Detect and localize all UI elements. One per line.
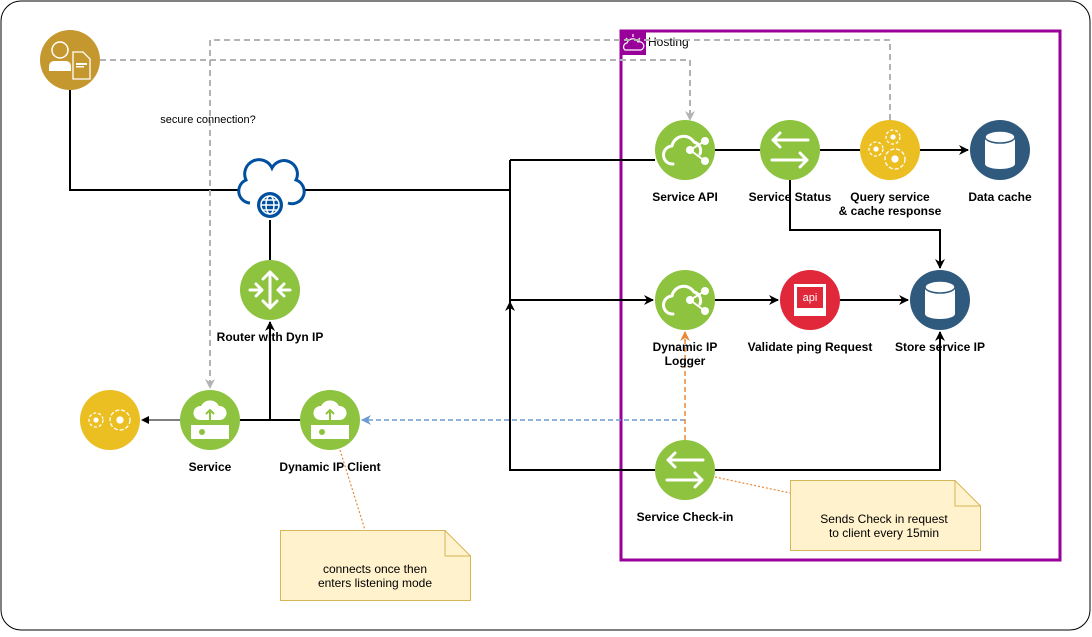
validate-ping-label: Validate ping Request <box>748 340 873 354</box>
internet-cloud-icon <box>257 192 283 218</box>
note-client: connects once then enters listening mode <box>280 530 471 601</box>
exchange-arrows-icon <box>665 451 705 489</box>
data-cache-label: Data cache <box>968 190 1032 204</box>
edge-checkin-trunk <box>509 160 655 471</box>
note-checkin: Sends Check in request to client every 1… <box>790 480 981 551</box>
user-node[interactable] <box>40 30 100 90</box>
hosting-group: Hosting <box>619 29 1062 562</box>
dynamic-ip-logger-node[interactable]: Dynamic IP Logger <box>653 270 718 368</box>
dynamic-ip-client-label: Dynamic IP Client <box>279 460 380 474</box>
note-checkin-line2: to client every 15min <box>829 526 939 540</box>
gears-icon <box>868 129 906 170</box>
user-document-icon <box>49 41 91 80</box>
note-link-checkin <box>714 476 791 494</box>
note-client-line1: connects once then <box>323 562 427 576</box>
validate-ping-node[interactable]: api Validate ping Request <box>748 270 873 354</box>
edge-status-store <box>789 180 945 269</box>
internet-node[interactable] <box>237 158 306 218</box>
dynamic-ip-logger-label-2: Logger <box>665 354 706 368</box>
data-cache-node[interactable]: Data cache <box>968 120 1032 204</box>
router-node[interactable]: Router with Dyn IP <box>217 260 324 344</box>
note-client-line2: enters listening mode <box>318 576 432 590</box>
query-service-label-1: Query service <box>850 190 930 204</box>
api-icon: api <box>794 284 826 316</box>
hosting-label: Hosting <box>648 35 689 49</box>
dynamic-ip-logger-label-1: Dynamic IP <box>653 340 718 354</box>
cloud-api-icon <box>662 284 709 316</box>
database-icon <box>984 130 1016 169</box>
database-icon <box>924 280 956 319</box>
edge-checkin-store <box>715 331 945 471</box>
service-check-in-label: Service Check-in <box>637 510 734 524</box>
dynamic-ip-client-node[interactable]: Dynamic IP Client <box>279 390 381 474</box>
cloud-upload-icon <box>191 400 229 439</box>
service-api-node[interactable]: Service API <box>652 120 718 204</box>
note-link-client <box>339 449 366 531</box>
api-badge-text: api <box>803 292 818 304</box>
edge-query-service-dashed <box>205 39 891 389</box>
store-service-ip-label: Store service IP <box>895 340 985 354</box>
query-service-label-2: & cache response <box>839 204 942 218</box>
edge-user-api-dashed <box>100 59 695 121</box>
service-label: Service <box>189 460 232 474</box>
cloud-icon <box>620 30 646 55</box>
cloud-upload-icon <box>311 400 349 439</box>
store-service-ip-node[interactable]: Store service IP <box>895 270 985 354</box>
service-status-node[interactable]: Service Status <box>749 120 832 204</box>
service-check-in-node[interactable]: Service Check-in <box>637 440 734 524</box>
service-status-label: Service Status <box>749 190 832 204</box>
gears-icon <box>88 409 131 431</box>
query-service-node[interactable]: Query service & cache response <box>839 120 942 218</box>
edges <box>69 39 969 531</box>
edge-user-internet <box>69 90 240 191</box>
exchange-arrows-icon <box>770 131 810 169</box>
cloud-api-icon <box>662 134 709 166</box>
service-node[interactable]: Service <box>180 390 240 474</box>
router-label: Router with Dyn IP <box>217 330 324 344</box>
router-icon <box>248 270 292 310</box>
service-api-label: Service API <box>652 190 718 204</box>
service-gears-node[interactable] <box>80 390 140 450</box>
note-checkin-line1: Sends Check in request <box>820 512 948 526</box>
secure-connection-label: secure connection? <box>160 114 255 126</box>
